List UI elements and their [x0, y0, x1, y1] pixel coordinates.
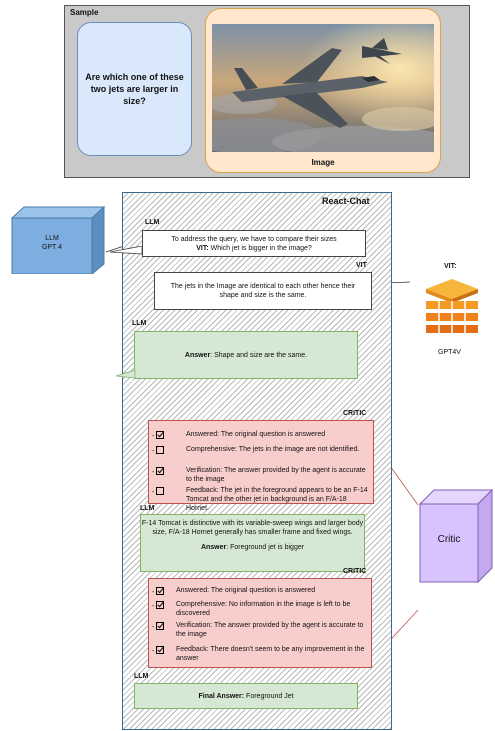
critic2-item-2: -	[152, 600, 165, 611]
critic1-item-2: -	[152, 445, 165, 456]
llm-answer-1: Answer: Shape and size are the same.	[134, 331, 358, 379]
msg1-tail	[110, 246, 143, 255]
react-chat-title: React-Chat	[322, 196, 370, 206]
critic1-text-1: Answered: The original question is answe…	[186, 431, 326, 438]
llm-cube	[10, 205, 106, 274]
check-icon	[156, 431, 165, 439]
critic-label: Critic	[437, 534, 461, 545]
llm-answer-2: F-14 Tomcat is distinctive with its vari…	[140, 514, 365, 572]
sample-title: Sample	[70, 8, 99, 17]
msg3-tail	[116, 370, 136, 379]
vit-message: The jets in the Image are identical to e…	[154, 272, 372, 310]
tag-critic-1: CRITIC	[343, 410, 367, 417]
msg4-bold: Answer	[200, 544, 227, 551]
critic1-item-4: -	[152, 486, 165, 497]
critic1-item-3: -	[152, 466, 165, 477]
critic1-text-2: Comprehensive: The jets in the image are…	[186, 446, 360, 453]
llm-message-1: To address the query, we have to compare…	[142, 230, 366, 257]
msg1-rest: Which jet is bigger in the image?	[208, 245, 312, 252]
check-icon	[156, 622, 165, 630]
critic1-text-4: Feedback: The jet in the foreground appe…	[186, 487, 368, 512]
llm-model: GPT 4	[41, 244, 63, 251]
critic2-item-3: -	[152, 621, 165, 632]
tag-critic-2: CRITIC	[343, 568, 367, 575]
critic1-text-3: Verification: The answer provided by the…	[186, 467, 366, 483]
msg4-answer: Answer: Foreground jet is bigger	[141, 543, 364, 552]
critic-cube	[418, 488, 494, 584]
llm-cube-label: LLM GPT 4	[12, 234, 92, 252]
tag-llm-2: LLM	[132, 320, 147, 327]
critic2-item-4: -	[152, 645, 165, 656]
check-icon	[156, 467, 165, 475]
vit-tool-caption: GPT4V	[438, 349, 461, 356]
tag-llm-3: LLM	[140, 505, 155, 512]
msg3-rest: : Shape and size are the same.	[210, 352, 308, 359]
msg3-bold: Answer	[184, 352, 211, 359]
final-answer: Final Answer: Foreground Jet	[134, 683, 358, 709]
critic-card-2	[148, 578, 372, 668]
msg1-line1: To address the query, we have to compare…	[171, 236, 337, 243]
question-text: Are which one of these two jets are larg…	[85, 72, 184, 106]
check-icon	[156, 646, 165, 654]
msg4-rest: : Foreground jet is bigger	[226, 544, 305, 551]
question-card: Are which one of these two jets are larg…	[77, 22, 192, 156]
msg4-text: F-14 Tomcat is distinctive with its vari…	[141, 520, 364, 536]
tag-vit: VIT	[356, 262, 367, 269]
critic2-text-2: Comprehensive: No information in the ima…	[176, 601, 351, 617]
final-bold: Final Answer:	[198, 693, 245, 700]
llm-label: LLM	[45, 235, 59, 242]
critic-card-1	[148, 420, 374, 504]
background-jet	[362, 38, 402, 64]
critic2-text-4: Feedback: There doesn't seem to be any i…	[176, 646, 365, 662]
jet-photo	[212, 24, 434, 152]
critic2-item-1: -	[152, 586, 165, 597]
unchecked-box-icon	[156, 446, 165, 454]
image-caption: Image	[311, 158, 335, 167]
msg1-bold: VIT:	[196, 245, 209, 252]
unchecked-box-icon	[156, 487, 165, 495]
critic2-text-3: Verification: The answer provided by the…	[176, 622, 364, 638]
vit-tool-title: VIT:	[444, 263, 457, 270]
final-rest: Foreground Jet	[244, 693, 294, 700]
critic1-item-1: -	[152, 430, 165, 441]
msg1-line2: VIT: Which jet is bigger in the image?	[143, 244, 365, 253]
foreground-jet	[232, 48, 388, 128]
vit-stack-icon	[426, 279, 478, 333]
check-icon	[156, 587, 165, 595]
tag-llm-4: LLM	[134, 673, 149, 680]
check-icon	[156, 601, 165, 609]
tag-llm-1: LLM	[145, 219, 160, 226]
critic2-text-1: Answered: The original question is answe…	[176, 587, 316, 594]
